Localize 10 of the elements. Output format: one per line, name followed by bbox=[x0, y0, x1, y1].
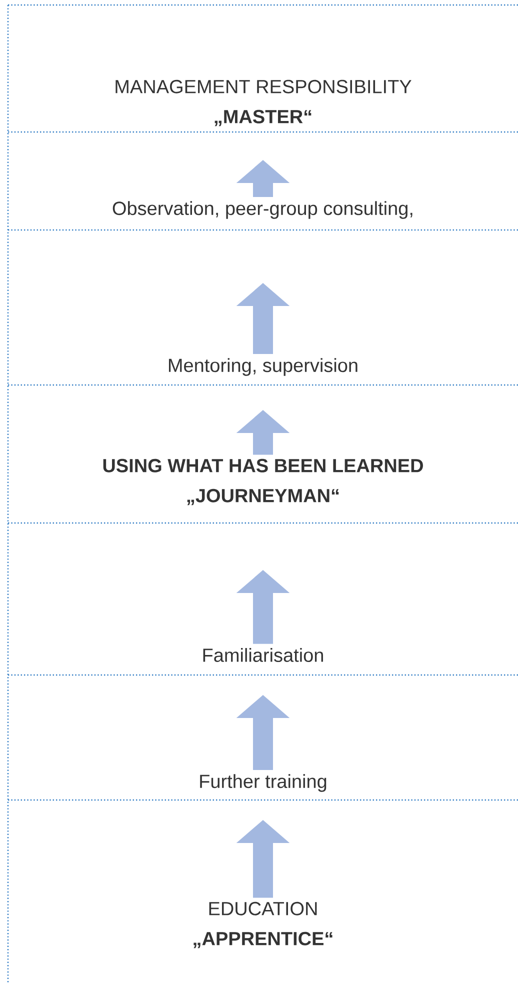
heading-text: Mentoring, supervision bbox=[168, 358, 358, 376]
heading-text: MANAGEMENT RESPONSIBILITY bbox=[116, 80, 412, 94]
heading-text: EDUCATION bbox=[209, 902, 317, 916]
subheading-text: „APPRENTICE“ bbox=[194, 932, 332, 948]
heading-text: USING WHAT HAS BEEN LEARNED bbox=[103, 458, 423, 472]
heading-text: Familiarisation bbox=[203, 648, 323, 662]
subheading-text: „MASTER“ bbox=[214, 110, 312, 126]
subheading-text: „JOURNEYMAN“ bbox=[187, 488, 339, 506]
heading-text: Observation, peer-group consulting, bbox=[112, 201, 412, 219]
heading-text: Further training bbox=[200, 774, 326, 792]
